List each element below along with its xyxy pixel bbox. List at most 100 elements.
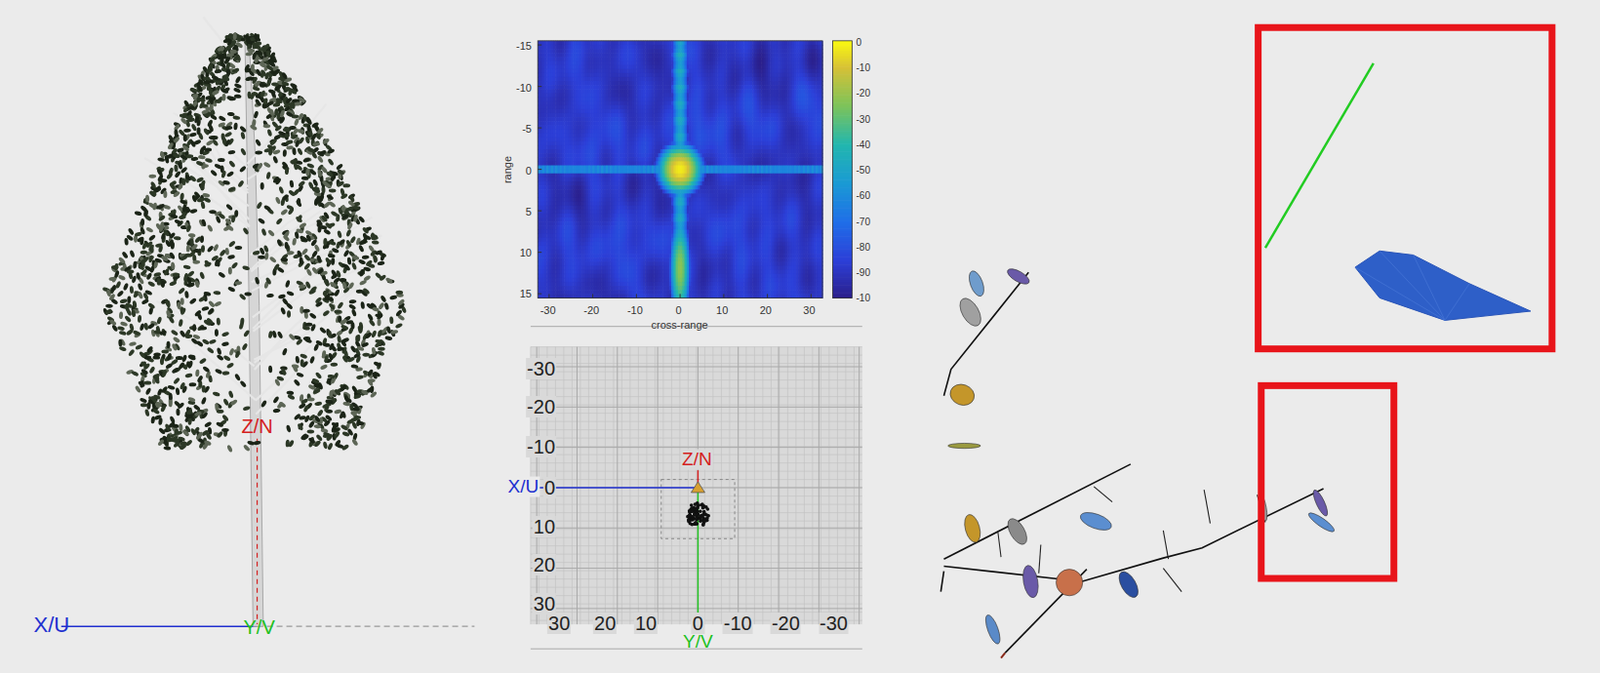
leaf — [175, 387, 181, 396]
leaf — [148, 174, 157, 179]
leaf — [226, 361, 236, 369]
leaf — [188, 233, 197, 239]
leaf — [285, 424, 292, 433]
leaf — [211, 391, 220, 398]
leaf — [240, 147, 247, 157]
leaf — [128, 249, 135, 259]
leaf — [178, 319, 184, 327]
leaf — [295, 371, 304, 378]
leaf — [172, 376, 181, 385]
leaf — [232, 115, 240, 120]
leaf — [395, 290, 403, 295]
leaf — [336, 335, 342, 344]
leaf — [233, 122, 239, 131]
leaf — [228, 390, 235, 399]
leaf — [273, 408, 281, 414]
leaf — [376, 350, 386, 358]
leaf — [157, 388, 163, 398]
leaf — [126, 227, 135, 237]
leaf — [265, 171, 272, 180]
leaf — [206, 244, 215, 253]
leaf — [186, 244, 192, 253]
leaf — [189, 131, 198, 138]
leaf — [162, 445, 171, 451]
leaf — [184, 290, 190, 299]
leaf — [376, 260, 385, 266]
leaf — [335, 162, 344, 171]
leaf — [216, 347, 223, 356]
leaf — [379, 294, 387, 304]
leaf — [322, 440, 329, 449]
leaf — [134, 344, 144, 352]
leaf — [157, 157, 165, 162]
leaf — [230, 261, 239, 270]
leaf — [307, 124, 312, 133]
leaf — [384, 335, 393, 341]
leaf — [266, 292, 275, 298]
leaf — [217, 158, 226, 162]
leaf — [120, 250, 129, 259]
leaf — [358, 243, 365, 253]
leaf — [199, 271, 205, 280]
leaf — [286, 310, 291, 319]
leaf — [326, 158, 335, 166]
leaf — [328, 188, 337, 193]
leaf — [177, 286, 186, 295]
leaf — [147, 280, 157, 288]
leaf — [148, 234, 157, 242]
tree-branch — [255, 337, 337, 415]
leaf — [189, 297, 198, 306]
leaf — [150, 415, 156, 424]
leaf — [348, 303, 358, 311]
leaf — [200, 306, 209, 313]
leaf — [140, 218, 145, 227]
tree-illustration — [61, 17, 476, 628]
leaf — [257, 217, 266, 226]
leaf — [144, 408, 151, 417]
leaf — [268, 365, 273, 374]
leaf — [122, 282, 130, 292]
leaf — [296, 147, 304, 157]
leaf — [184, 372, 193, 379]
leaf — [376, 319, 381, 327]
leaf — [175, 408, 180, 417]
leaf — [168, 415, 176, 425]
leaf — [300, 247, 309, 256]
leaf — [214, 69, 223, 75]
leaf — [221, 428, 230, 433]
leaf — [180, 297, 185, 306]
leaf — [216, 409, 225, 414]
leaf — [228, 267, 233, 276]
leaf — [126, 295, 131, 304]
leaf — [299, 306, 304, 315]
leaf — [227, 254, 236, 261]
leaf — [213, 300, 223, 308]
leaf — [305, 168, 310, 177]
leaf — [120, 320, 128, 327]
leaf — [119, 345, 128, 352]
leaf — [314, 400, 322, 406]
leaf — [252, 110, 259, 119]
leaf — [199, 357, 208, 365]
leaf — [351, 308, 358, 317]
leaf — [316, 408, 324, 417]
leaf — [319, 326, 327, 335]
leaf — [148, 365, 156, 375]
leaf — [198, 155, 206, 160]
leaf — [242, 443, 251, 452]
leaf — [123, 238, 129, 246]
leaf — [278, 186, 284, 196]
leaf — [285, 390, 294, 396]
leaf — [123, 315, 132, 323]
leaf — [360, 301, 365, 310]
leaf — [228, 160, 237, 168]
leaf — [371, 240, 380, 245]
leaf — [221, 330, 231, 337]
leaf — [300, 359, 305, 367]
leaf — [143, 381, 152, 386]
leaf — [212, 290, 221, 296]
leaf — [280, 208, 289, 217]
leaf — [137, 315, 143, 323]
